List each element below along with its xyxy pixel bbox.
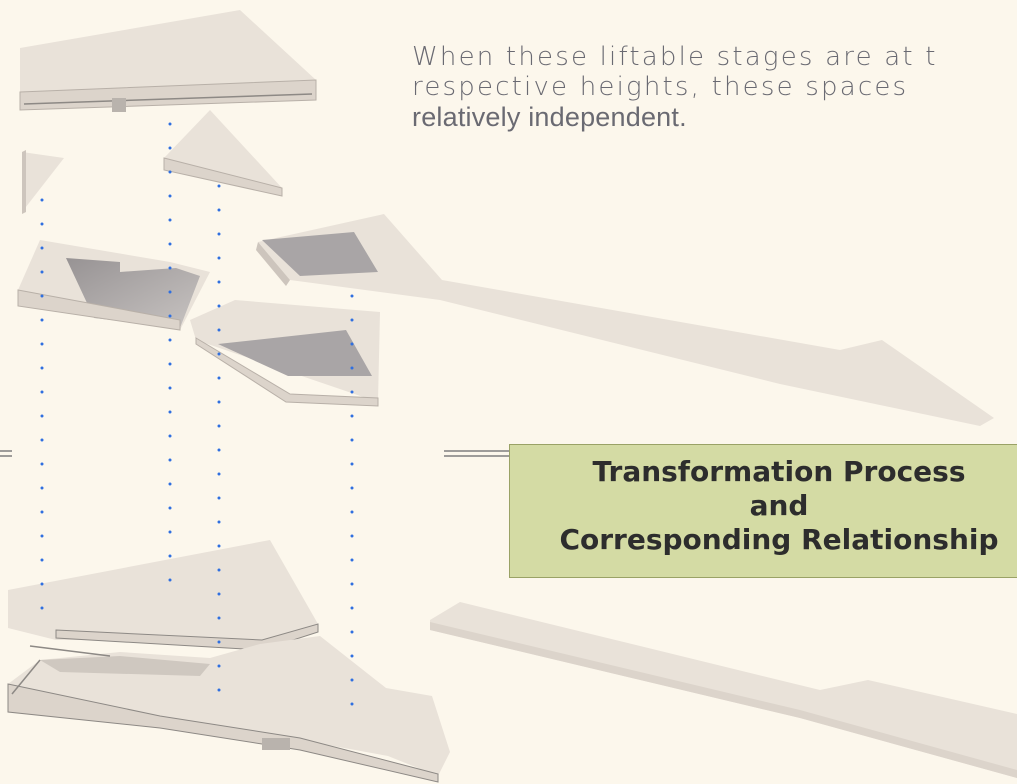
section-title-box: Transformation Process and Corresponding…: [509, 444, 1017, 578]
alignment-guides: [40, 122, 354, 720]
stage-slab-mid-left: [17, 240, 210, 331]
caption-line-3: relatively independent.: [412, 102, 687, 132]
title-line-2: and: [749, 489, 809, 522]
stage-ramp-lower: [430, 602, 1017, 778]
stage-slab-top-left: [19, 10, 317, 112]
caption-line-2: respective heights, these spaces: [412, 72, 909, 102]
title-line-1: Transformation Process: [592, 455, 966, 488]
section-markers: [0, 450, 509, 457]
title-line-3: Corresponding Relationship: [559, 523, 999, 556]
description-caption: When these liftable stages are at t resp…: [412, 42, 1017, 132]
stage-slab-mid-right: [190, 300, 380, 407]
caption-line-1: When these liftable stages are at t: [412, 42, 938, 72]
stage-slab-triangle: [163, 110, 283, 197]
stage-slab-left-sliver: [22, 150, 64, 214]
stage-ramp-upper: [256, 214, 994, 426]
stage-base-assembly: [7, 540, 450, 783]
